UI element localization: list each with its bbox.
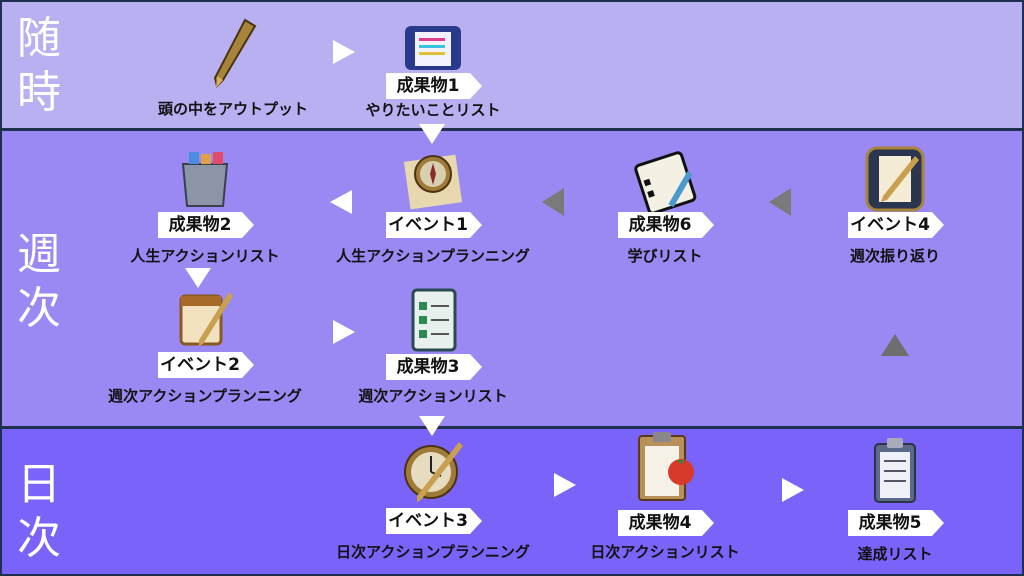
node-label: 週次アクションリスト: [358, 387, 508, 405]
badge: 成果物1: [386, 73, 482, 99]
arrow-down-icon: [419, 124, 445, 144]
arrow-right-icon: [554, 473, 576, 497]
arrow-left-gray-icon: [542, 188, 564, 216]
node-label: 人生アクションリスト: [130, 247, 280, 265]
node-label: 頭の中をアウトプット: [157, 100, 308, 118]
node-label: 学びリスト: [627, 247, 703, 265]
lane-label-weekly: 週次: [14, 228, 64, 336]
node-label: 週次アクションプランニング: [108, 387, 302, 405]
node-label: 週次振り返り: [849, 247, 940, 265]
node-label: 達成リスト: [857, 545, 933, 563]
lane-char: 週: [17, 229, 61, 280]
node-label: 日次アクションリスト: [590, 543, 740, 561]
badge: 成果物5: [848, 510, 944, 536]
arrow-left-icon: [330, 190, 352, 214]
bucket-icon: [181, 152, 229, 207]
arrow-right-icon: [333, 40, 355, 64]
clipboard-tomato-icon: [638, 432, 694, 501]
lane-char: 日: [17, 459, 61, 510]
clock-pen-icon: [404, 442, 463, 502]
node-label: 人生アクションプランニング: [336, 247, 530, 265]
checklist-notepad-icon: [411, 288, 457, 352]
node-label: やりたいことリスト: [365, 101, 501, 119]
badge: イベント1: [386, 212, 482, 238]
lane-char: 随: [17, 13, 61, 64]
badge: 成果物6: [618, 212, 714, 238]
fountain-pen-icon: [213, 18, 257, 88]
list-scroll-icon: [405, 26, 461, 70]
badge: イベント4: [848, 212, 944, 238]
lane-char: 次: [17, 283, 61, 334]
notepad-pen-icon: [865, 146, 925, 212]
lane-char: 時: [17, 67, 61, 118]
arrow-down-icon: [419, 416, 445, 436]
badge: イベント3: [386, 508, 482, 534]
badge: 成果物2: [158, 212, 254, 238]
calendar-pen-icon: [179, 292, 233, 346]
lane-weekly: [0, 129, 1024, 428]
arrow-down-icon: [185, 268, 211, 288]
arrow-up-gray-icon: [881, 334, 909, 356]
arrow-right-icon: [333, 320, 355, 344]
lane-label-daily: 日次: [14, 458, 64, 566]
arrow-left-gray-icon: [769, 188, 791, 216]
lane-char: 次: [17, 513, 61, 564]
badge: 成果物3: [386, 354, 482, 380]
lane-label-anytime: 随時: [14, 12, 64, 120]
lane-daily: [0, 427, 1024, 576]
badge: イベント2: [158, 352, 254, 378]
node-label: 日次アクションプランニング: [336, 543, 530, 561]
compass-map-icon: [403, 154, 463, 210]
clipboard-icon: [874, 438, 916, 503]
lane-anytime: [0, 0, 1024, 130]
notebook-checklist-icon: [634, 151, 697, 212]
arrow-right-icon: [782, 478, 804, 502]
badge: 成果物4: [618, 510, 714, 536]
